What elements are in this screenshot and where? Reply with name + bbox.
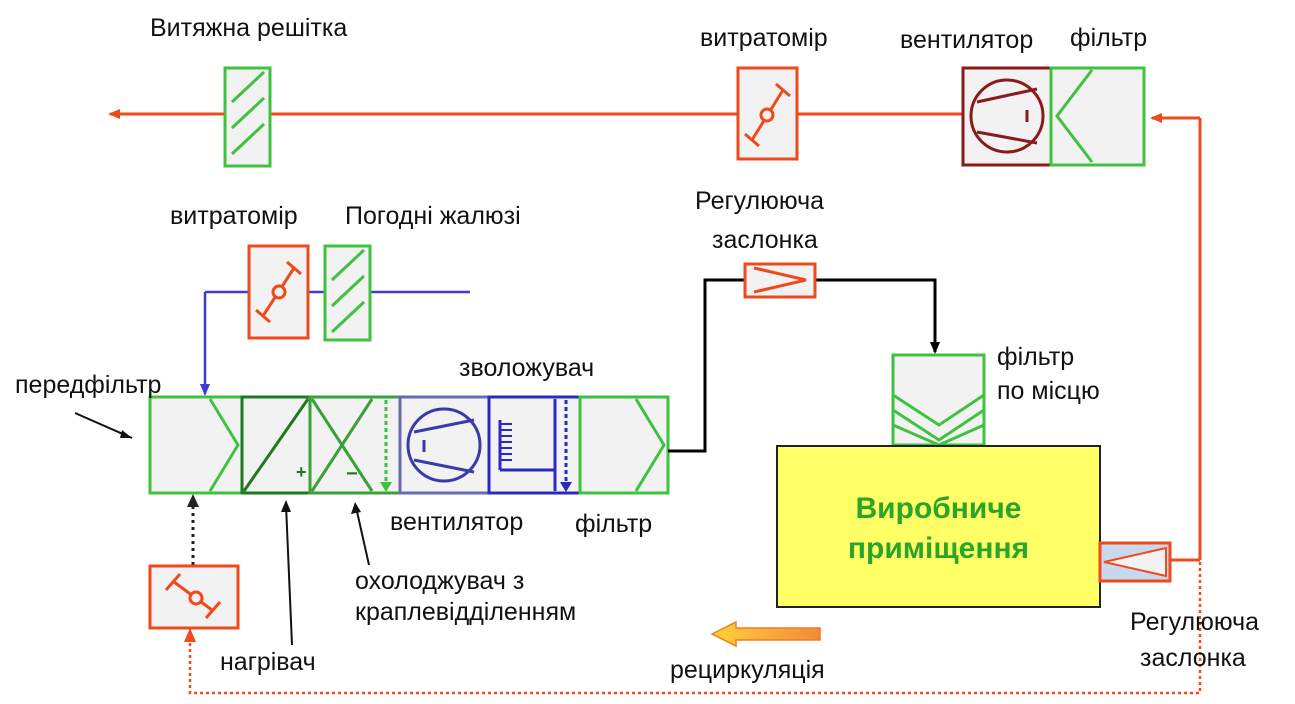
supply-duct <box>668 278 940 453</box>
control-damper-right-label-2: заслонка <box>1140 644 1246 672</box>
room-title-line1: Виробниче <box>855 492 1022 525</box>
flowmeter-bottom <box>148 564 240 630</box>
room-title-line2: приміщення <box>847 532 1030 565</box>
local-filter-label-2: по місцю <box>997 377 1100 405</box>
ahu-filter <box>578 395 670 495</box>
flowmeter-mid <box>247 244 310 340</box>
recirculation-label: рециркуляція <box>670 656 825 684</box>
prefilter-label: передфільтр <box>15 371 162 399</box>
cooler-label-2: краплевідділенням <box>355 598 577 626</box>
plus-icon: + <box>296 462 307 482</box>
control-damper-right <box>1098 541 1200 583</box>
pointer-lines <box>74 412 370 646</box>
flowmeter-top <box>736 66 799 161</box>
exhaust-grille <box>223 66 272 168</box>
fan-top-label: вентилятор <box>900 26 1034 54</box>
heater-label: нагрівач <box>220 648 316 676</box>
recirculation-arrow-icon <box>710 620 821 648</box>
fan-top <box>961 66 1053 167</box>
fan-ahu-label: вентилятор <box>390 508 524 536</box>
ahu-cooler: − <box>308 395 402 495</box>
ahu-humidifier <box>487 395 582 495</box>
control-damper-right-label-1: Регулююча <box>1130 608 1260 636</box>
flowmeter-mid-label: витратомір <box>170 202 298 230</box>
local-filter <box>891 353 986 447</box>
exhaust-grille-label: Витяжна решітка <box>150 14 348 42</box>
filter-top-label: фільтр <box>1070 24 1148 52</box>
filter-top <box>1049 66 1146 167</box>
minus-icon: − <box>346 463 358 485</box>
production-room <box>776 445 1101 608</box>
recirculation-duct <box>184 494 1202 695</box>
control-damper-top-label-1: Регулююча <box>695 187 825 215</box>
control-damper-top <box>743 262 817 299</box>
flowmeter-top-label: витратомір <box>700 24 828 52</box>
weather-louvers-label: Погодні жалюзі <box>345 202 521 230</box>
control-damper-top-label-2: заслонка <box>712 226 818 254</box>
humidifier-label: зволожувач <box>459 354 595 382</box>
ahu-heater: + <box>240 395 312 495</box>
weather-louvers <box>323 244 372 342</box>
filter-ahu-label: фільтр <box>575 510 653 538</box>
outdoor-air-duct <box>200 287 470 396</box>
local-filter-label-1: фільтр <box>997 343 1075 371</box>
cooler-label-1: охолоджувач з <box>355 567 525 595</box>
ahu-prefilter <box>148 395 244 495</box>
ahu-fan <box>398 395 491 495</box>
